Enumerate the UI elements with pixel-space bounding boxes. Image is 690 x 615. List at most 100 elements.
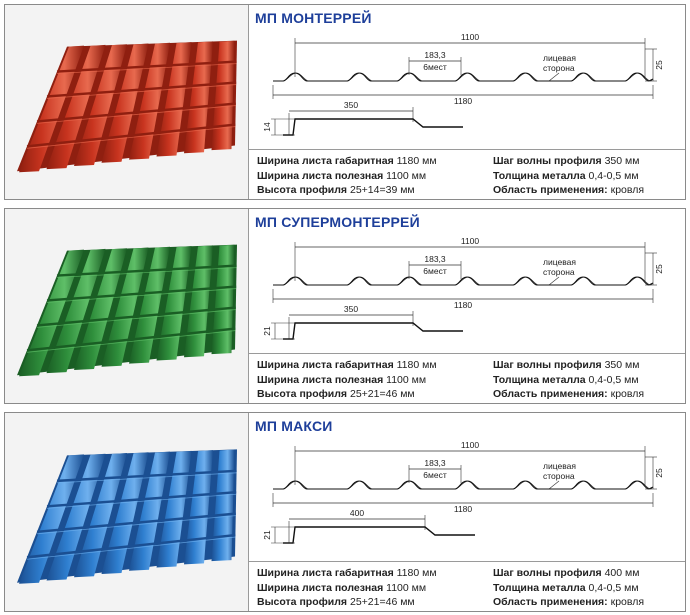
- product-card: 1100 183,3 6мест лицевая сторона 25: [4, 412, 686, 612]
- dim-step-label: 183,3: [424, 458, 446, 468]
- spec-line: Область применения: кровля: [493, 595, 644, 610]
- face-side-label-2: сторона: [543, 267, 575, 277]
- spec-value: кровля: [607, 184, 645, 196]
- spec-value: 25+14=39 мм: [347, 184, 415, 196]
- spec-label: Толщина металла: [493, 581, 586, 594]
- tile-image-panel: [5, 209, 249, 403]
- spec-value: 1180 мм: [393, 567, 437, 579]
- tile-step-line: [46, 285, 237, 302]
- face-side-label: лицевая: [543, 461, 576, 471]
- spec-label: Область применения:: [493, 596, 608, 608]
- spec-label: Шаг волны профиля: [493, 567, 602, 579]
- spec-line: Ширина листа полезная 1100 мм: [257, 373, 437, 388]
- metal-tile-sheet-image: [17, 449, 237, 584]
- spec-label: Область применения:: [493, 388, 608, 400]
- tile-step-line: [56, 264, 237, 277]
- spec-label: Высота профиля: [257, 388, 348, 400]
- spec-value: 0,4-0,5 мм: [585, 373, 639, 386]
- tile-rib: [211, 449, 235, 562]
- spec-value: 350 мм: [601, 155, 640, 167]
- tile-step-line: [36, 306, 236, 327]
- spec-label: Толщина металла: [493, 169, 586, 182]
- profile-drawing: 1100 183,3 6мест лицевая сторона 25: [262, 440, 664, 544]
- tile-step-line: [46, 490, 237, 508]
- spec-line: Шаг волны профиля 350 мм: [493, 154, 644, 169]
- dim-total-width-label: 1180: [454, 96, 473, 106]
- tile-rib: [129, 451, 170, 571]
- tile-step-line: [36, 102, 236, 123]
- spec-line: Шаг волны профиля 400 мм: [493, 566, 644, 581]
- spec-value: 1100 мм: [383, 169, 427, 182]
- tile-rib: [184, 41, 213, 154]
- tile-rib: [19, 454, 84, 584]
- dim-step-count-label: 6мест: [423, 266, 447, 276]
- side-step-profile: [283, 322, 463, 340]
- spec-line: Ширина листа полезная 1100 мм: [257, 169, 437, 184]
- spec-line: Ширина листа габаритная 1180 мм: [257, 358, 437, 373]
- dim-height-step-label: 21: [262, 530, 272, 540]
- tile-rib: [46, 248, 106, 374]
- metal-tile-sheet-image: [17, 40, 237, 173]
- dim-wave-step-label: 350: [344, 304, 358, 314]
- spec-line: Толщина металла 0,4-0,5 мм: [493, 581, 644, 596]
- face-side-label-2: сторона: [543, 63, 575, 73]
- dim-total-width-label: 1180: [454, 300, 473, 310]
- tile-rib: [156, 42, 192, 157]
- dim-useful-width-label: 1100: [461, 440, 480, 450]
- spec-line: Высота профиля 25+14=39 мм: [257, 183, 437, 198]
- metal-tile-sheet-image: [17, 244, 237, 377]
- spec-value: 1100 мм: [383, 581, 427, 594]
- spec-value: 25+21=46 мм: [347, 596, 415, 608]
- spec-line: Толщина металла 0,4-0,5 мм: [493, 169, 644, 184]
- tile-rib: [74, 453, 127, 578]
- dim-height-label: 25: [654, 264, 664, 274]
- profile-info-panel: 1100 183,3 6мест лицевая сторона 25: [249, 5, 685, 199]
- tile-step-line: [26, 533, 236, 559]
- spec-value: 1180 мм: [393, 155, 437, 167]
- face-side-label: лицевая: [543, 53, 576, 63]
- spec-label: Область применения:: [493, 184, 608, 196]
- spec-line: Область применения: кровля: [493, 183, 644, 198]
- spec-value: 1100 мм: [383, 373, 427, 386]
- spec-line: Шаг волны профиля 350 мм: [493, 358, 644, 373]
- dim-step-label: 183,3: [424, 50, 446, 60]
- dim-total-width-label: 1180: [454, 504, 473, 514]
- side-step-profile: [283, 526, 475, 544]
- profile-drawing: 1100 183,3 6мест лицевая сторона 25: [262, 236, 664, 340]
- spec-label: Высота профиля: [257, 184, 348, 196]
- side-step-profile: [283, 118, 463, 136]
- tile-rib: [46, 453, 106, 581]
- tile-rib: [101, 452, 149, 575]
- product-title: МП МАКСИ: [255, 418, 333, 434]
- spec-label: Ширина листа габаритная: [257, 155, 394, 167]
- profile-info-panel: 1100 183,3 6мест лицевая сторона 25: [249, 413, 685, 611]
- tile-rib: [19, 249, 84, 377]
- spec-label: Ширина листа полезная: [257, 169, 384, 182]
- dim-step-count-label: 6мест: [423, 62, 447, 72]
- spec-line: Ширина листа габаритная 1180 мм: [257, 154, 437, 169]
- dim-wave-step-label: 400: [350, 508, 364, 518]
- spec-value: 400 мм: [601, 567, 640, 579]
- tile-rib: [74, 248, 127, 370]
- tile-rib: [101, 43, 149, 163]
- dim-useful-width-label: 1100: [461, 236, 480, 246]
- spec-line: Толщина металла 0,4-0,5 мм: [493, 373, 644, 388]
- tile-rib: [101, 247, 149, 367]
- dim-height-label: 25: [654, 468, 664, 478]
- dim-height-step-label: 21: [262, 326, 272, 336]
- spec-label: Ширина листа габаритная: [257, 567, 394, 579]
- spec-line: Высота профиля 25+21=46 мм: [257, 387, 437, 402]
- spec-line: Область применения: кровля: [493, 387, 644, 402]
- spec-value: кровля: [607, 596, 645, 608]
- dim-height-label: 25: [654, 60, 664, 70]
- spec-value: 1180 мм: [393, 359, 437, 371]
- product-card: 1100 183,3 6мест лицевая сторона 25: [4, 208, 686, 404]
- dim-wave-step-label: 350: [344, 100, 358, 110]
- spec-value: 350 мм: [601, 359, 640, 371]
- tile-image-panel: [5, 413, 249, 611]
